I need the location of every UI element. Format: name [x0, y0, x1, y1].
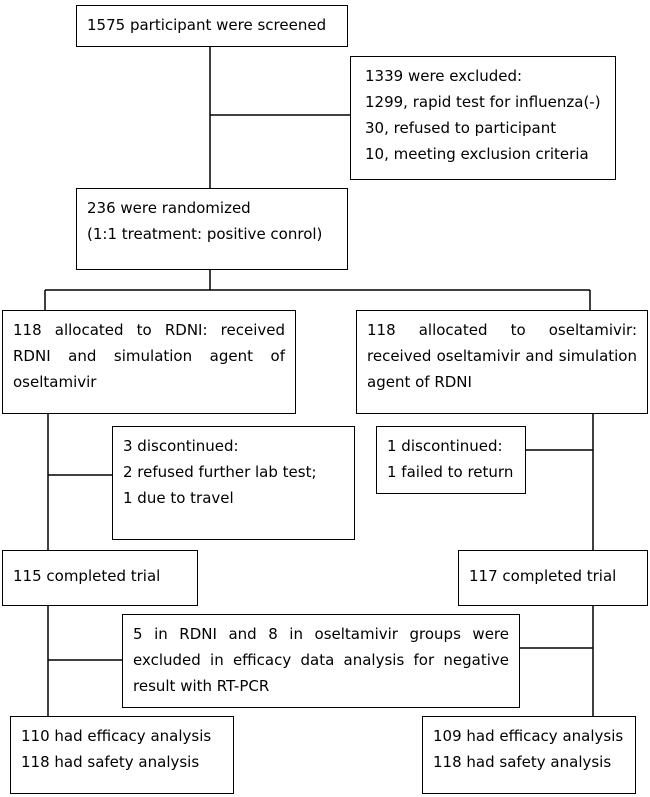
rdni-allocation-line: oseltamivir: [13, 373, 97, 391]
excluded-efficacy-line: excluded in efficacy data analysis for n…: [133, 651, 509, 669]
rdni-analysis-box: 110 had efficacy analysis 118 had safety…: [10, 716, 234, 794]
oseltamivir-allocation-box: 118 allocated to oseltamivir: received o…: [356, 310, 648, 414]
oseltamivir-completed-box: 117 completed trial: [458, 550, 648, 606]
oseltamivir-allocation-line: agent of RDNI: [367, 373, 472, 391]
rdni-discontinued-line: 1 due to travel: [123, 489, 234, 507]
randomized-line: 236 were randomized: [87, 199, 251, 217]
screened-box: 1575 participant were screened: [76, 5, 348, 47]
excluded-line: 1299, rapid test for influenza(-): [365, 93, 601, 111]
screened-text: 1575 participant were screened: [87, 16, 327, 34]
rdni-discontinued-line: 3 discontinued:: [123, 437, 239, 455]
excluded-efficacy-line: 5 in RDNI and 8 in oseltamivir groups we…: [133, 625, 509, 643]
rdni-allocation-box: 118 allocated to RDNI: received RDNI and…: [2, 310, 296, 414]
excluded-line: 10, meeting exclusion criteria: [365, 145, 589, 163]
oseltamivir-discontinued-box: 1 discontinued: 1 failed to return: [376, 426, 526, 494]
excluded-efficacy-line: result with RT-PCR: [133, 677, 270, 695]
excluded-box: 1339 were excluded: 1299, rapid test for…: [350, 56, 616, 180]
rdni-discontinued-box: 3 discontinued: 2 refused further lab te…: [112, 426, 355, 540]
rdni-analysis-line: 110 had efficacy analysis: [21, 727, 212, 745]
oseltamivir-analysis-line: 118 had safety analysis: [433, 753, 612, 771]
oseltamivir-allocation-line: received oseltamivir and simulation: [367, 347, 637, 365]
rdni-allocation-line: 118 allocated to RDNI: received: [13, 321, 285, 339]
oseltamivir-completed-text: 117 completed trial: [469, 567, 617, 585]
rdni-discontinued-line: 2 refused further lab test;: [123, 463, 317, 481]
randomized-line: (1:1 treatment: positive conrol): [87, 225, 323, 243]
oseltamivir-discontinued-line: 1 failed to return: [387, 463, 514, 481]
excluded-line: 30, refused to participant: [365, 119, 557, 137]
rdni-completed-text: 115 completed trial: [13, 567, 161, 585]
rdni-completed-box: 115 completed trial: [2, 550, 198, 606]
oseltamivir-analysis-box: 109 had efficacy analysis 118 had safety…: [422, 716, 636, 794]
oseltamivir-discontinued-line: 1 discontinued:: [387, 437, 503, 455]
oseltamivir-allocation-line: 118 allocated to oseltamivir:: [367, 321, 637, 339]
oseltamivir-analysis-line: 109 had efficacy analysis: [433, 727, 624, 745]
excluded-line: 1339 were excluded:: [365, 67, 523, 85]
rdni-analysis-line: 118 had safety analysis: [21, 753, 200, 771]
randomized-box: 236 were randomized (1:1 treatment: posi…: [76, 188, 348, 270]
rdni-allocation-line: RDNI and simulation agent of: [13, 347, 285, 365]
excluded-efficacy-box: 5 in RDNI and 8 in oseltamivir groups we…: [122, 614, 520, 708]
